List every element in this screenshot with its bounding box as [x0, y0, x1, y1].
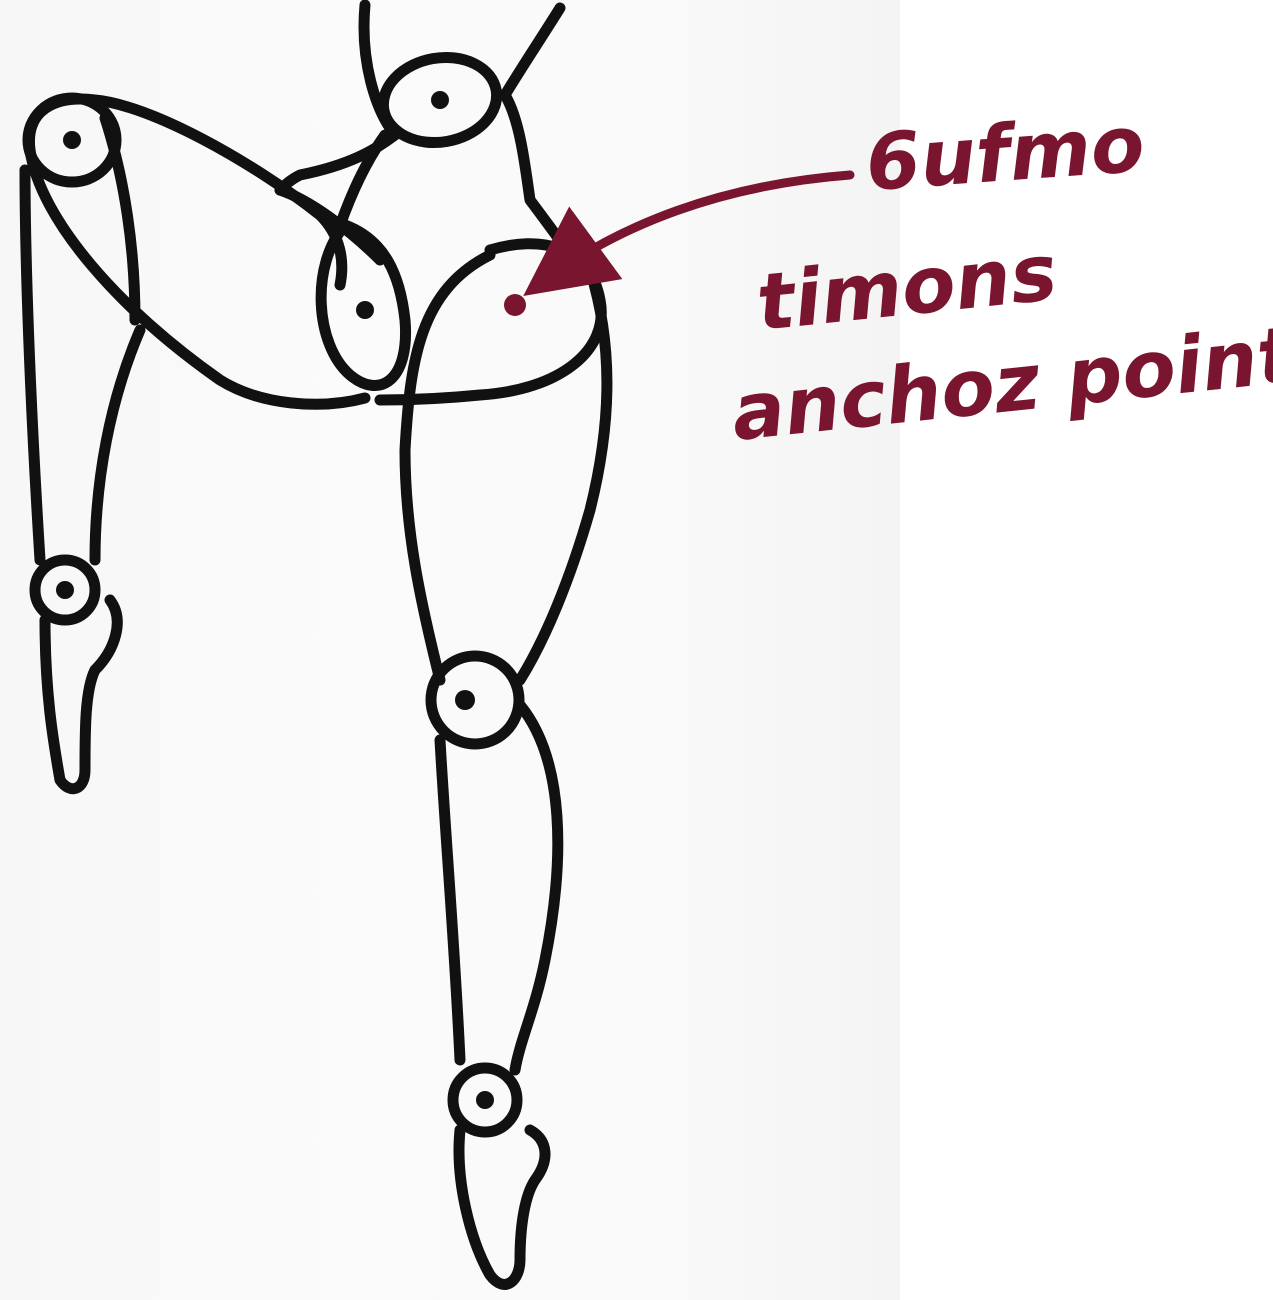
annotation-line-2: timons [753, 228, 1062, 349]
right-shin-inner [515, 705, 558, 1070]
right-ankle-pivot-dot [476, 1091, 494, 1109]
anchor-point-dot [504, 294, 526, 316]
torso-right-outline [505, 8, 570, 255]
left-thigh-lower [30, 150, 365, 404]
left-shin-inner [95, 330, 140, 560]
right-thigh-outer [405, 255, 490, 680]
left-thigh-pivot-dot [63, 131, 81, 149]
left-foot [45, 600, 117, 789]
torso-left-outline [280, 5, 395, 190]
pivot-dots [56, 91, 494, 1109]
left-hip-pivot-dot [356, 301, 374, 319]
annotation-line-1: 6ufmo [863, 100, 1147, 209]
right-shin-outer [440, 740, 460, 1060]
waist-pivot-dot [431, 91, 449, 109]
right-knee-pivot-dot [455, 690, 475, 710]
left-thigh-outline [29, 99, 341, 285]
right-foot [459, 1130, 545, 1284]
left-ankle-pivot-dot [56, 581, 74, 599]
left-shin-outer [25, 170, 40, 560]
annotation-text: 6ufmo timons anchoz point [728, 100, 1273, 459]
